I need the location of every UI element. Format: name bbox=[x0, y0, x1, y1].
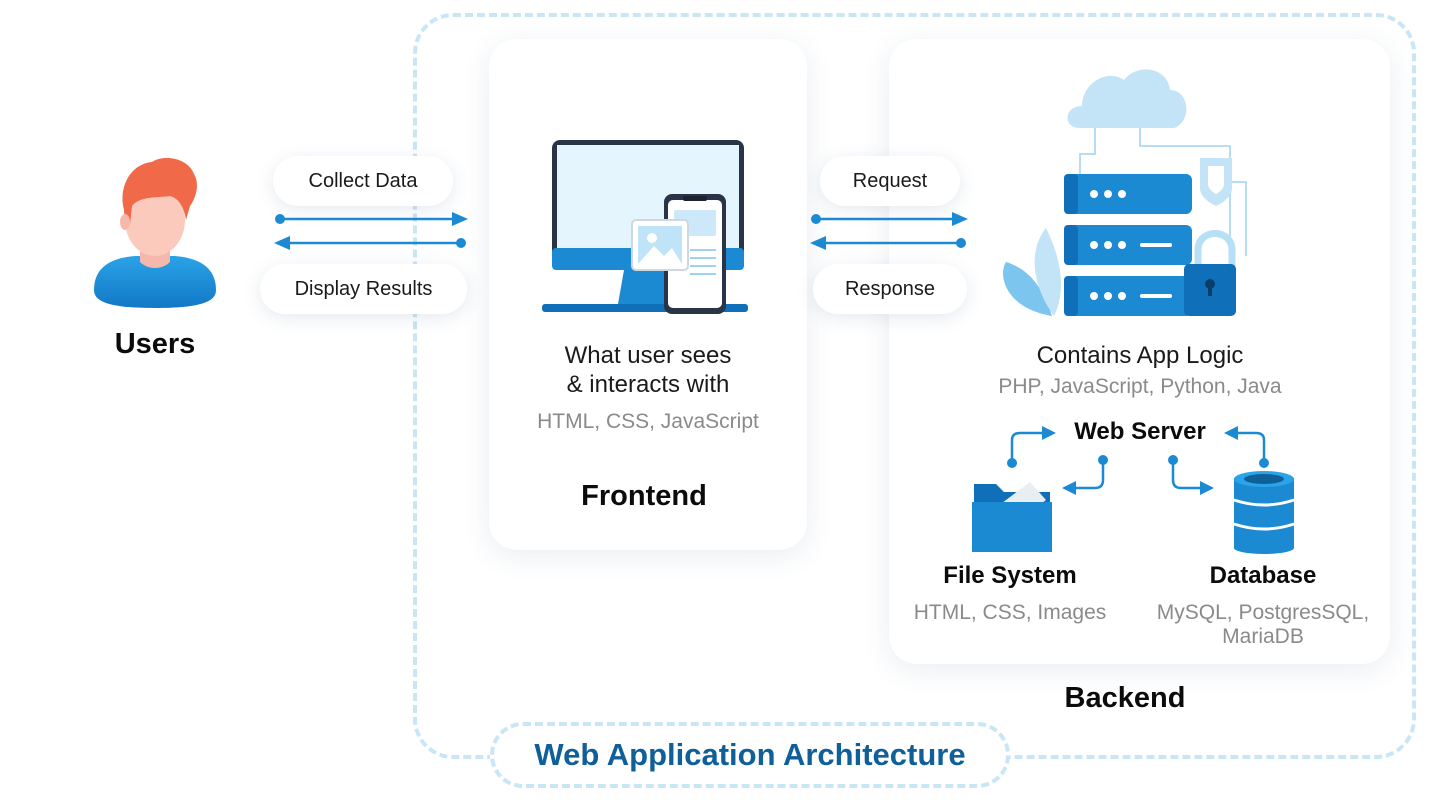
collect-data-label: Collect Data bbox=[273, 156, 453, 206]
arrow-right-icon bbox=[275, 212, 468, 226]
backend-desc: Contains App Logic bbox=[1036, 342, 1244, 369]
frontend-tech: HTML, CSS, JavaScript bbox=[537, 410, 759, 433]
backend-title: Backend bbox=[1064, 682, 1186, 714]
frontend-backend-arrows bbox=[810, 212, 968, 250]
web-server-connectors bbox=[1007, 426, 1269, 495]
cloud-server-icon bbox=[1003, 69, 1247, 316]
arrow-to-file-system bbox=[1062, 455, 1108, 495]
arrow-right-icon bbox=[811, 212, 968, 226]
database-icon bbox=[1233, 471, 1295, 554]
web-server-label: Web Server bbox=[1074, 418, 1206, 445]
monitor-phone-icon bbox=[542, 140, 748, 314]
database-tech-line2: MariaDB bbox=[1222, 625, 1304, 648]
arrow-to-web-server-left bbox=[1007, 426, 1056, 468]
arrow-left-icon bbox=[810, 236, 966, 250]
folder-icon bbox=[972, 482, 1052, 552]
frontend-desc-line2: & interacts with bbox=[566, 371, 730, 398]
arrow-to-web-server-right bbox=[1224, 426, 1269, 468]
database-tech-line1: MySQL, PostgresSQL, bbox=[1156, 601, 1370, 624]
frontend-title: Frontend bbox=[581, 480, 707, 512]
diagram-title: Web Application Architecture bbox=[490, 722, 1010, 788]
backend-tech: PHP, JavaScript, Python, Java bbox=[998, 375, 1282, 398]
file-system-title: File System bbox=[943, 562, 1077, 589]
display-results-label: Display Results bbox=[260, 264, 467, 314]
database-title: Database bbox=[1209, 562, 1317, 589]
request-label: Request bbox=[820, 156, 960, 206]
arrow-left-icon bbox=[274, 236, 466, 250]
file-system-tech: HTML, CSS, Images bbox=[913, 601, 1107, 624]
frontend-desc-line1: What user sees bbox=[564, 342, 732, 369]
user-frontend-arrows bbox=[274, 212, 468, 250]
response-label: Response bbox=[813, 264, 967, 314]
user-avatar-icon bbox=[94, 158, 216, 308]
users-label: Users bbox=[114, 328, 196, 360]
arrow-to-database bbox=[1168, 455, 1214, 495]
